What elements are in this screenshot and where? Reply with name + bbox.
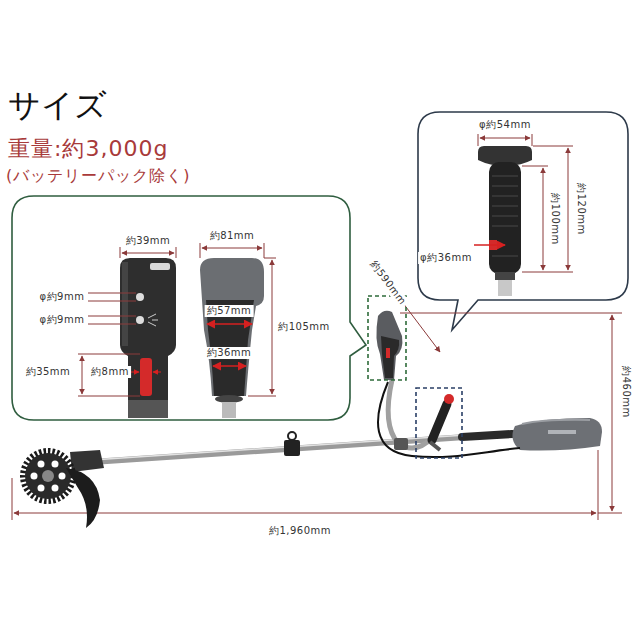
dimension-label: 約105mm bbox=[276, 321, 332, 333]
dimension-lines-front-grip bbox=[474, 134, 573, 272]
dimension-label: 約460mm bbox=[620, 364, 632, 420]
highlight-box bbox=[416, 388, 462, 458]
dimension-label: 約8mm bbox=[89, 366, 131, 378]
dimension-label: 約57mm bbox=[205, 305, 254, 317]
dimension-lines-grip bbox=[200, 243, 276, 396]
front-grip-detail bbox=[478, 146, 532, 296]
control-grip-side bbox=[200, 258, 264, 418]
grip-callout: φ約54mm 約120mm 約100mm φ約36mm bbox=[418, 112, 628, 300]
highlight-box bbox=[368, 296, 406, 380]
weight-label: 重量:約3,000g bbox=[8, 136, 168, 162]
detail-callout: 約39mm 約81mm φ約9mm φ約9mm 約57mm 約36mm 約105mm 約35m… bbox=[12, 196, 350, 420]
control-box-front bbox=[120, 258, 176, 418]
dimension-label: 約39mm bbox=[124, 235, 173, 247]
dimension-lines-control-box bbox=[78, 247, 176, 396]
dimension-label: φ約9mm bbox=[38, 291, 87, 303]
dimension-label: 約36mm bbox=[205, 347, 254, 359]
dimension-label: φ約9mm bbox=[38, 314, 87, 326]
dimension-label: 約120mm bbox=[575, 181, 587, 237]
dimension-label: 約35mm bbox=[24, 366, 73, 378]
dimension-label: 約590mm bbox=[366, 257, 409, 309]
dimension-label: φ約54mm bbox=[477, 119, 533, 131]
brush-cutter bbox=[23, 311, 602, 528]
grip-callout-outline bbox=[418, 112, 628, 330]
dimension-label: 約1,960mm bbox=[267, 525, 333, 537]
weight-note: (バッテリーパック除く) bbox=[6, 166, 190, 185]
dimension-label: φ約36mm bbox=[418, 252, 474, 264]
detail-callout-outline bbox=[12, 196, 366, 420]
dimension-lines-overall bbox=[12, 262, 622, 520]
dimension-label: 約81mm bbox=[208, 230, 257, 242]
title: サイズ bbox=[8, 86, 107, 124]
dimension-label: 約100mm bbox=[549, 191, 561, 247]
